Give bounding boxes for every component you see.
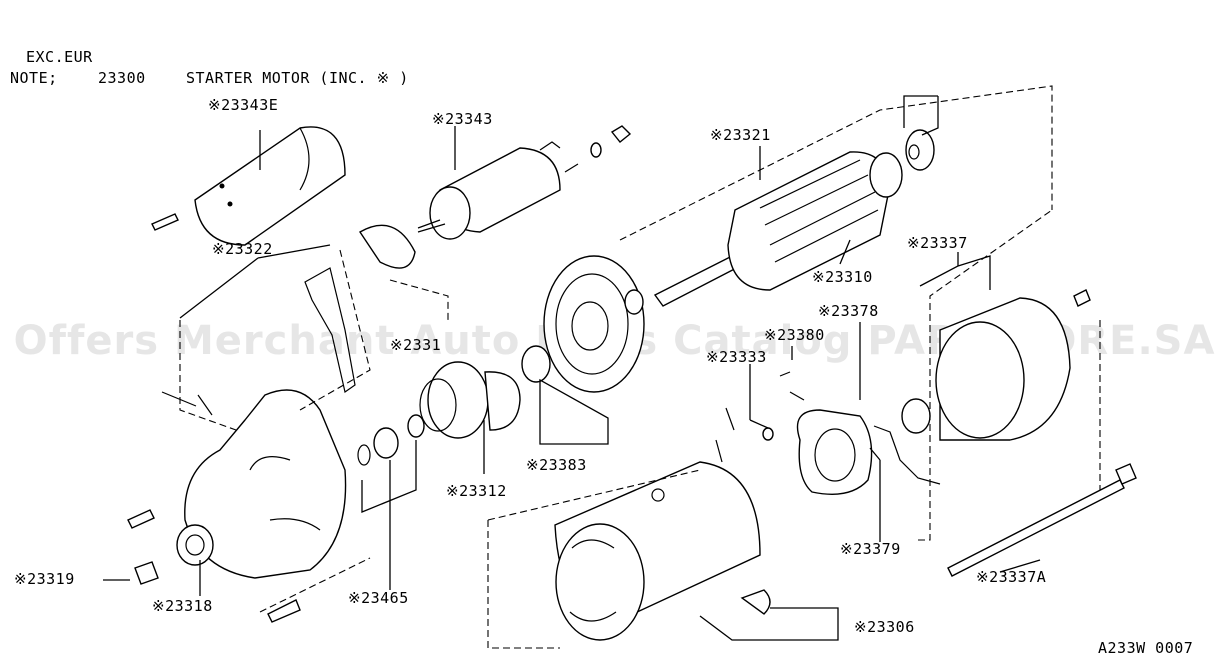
center-plate-part xyxy=(543,255,645,393)
diagram-code: A233W 0007 xyxy=(1098,639,1194,657)
assembly-dashed-lines xyxy=(179,85,1101,649)
solenoid-part xyxy=(359,125,632,269)
callout-23333[interactable]: ※23333 xyxy=(706,348,767,366)
callout-2331[interactable]: ※2331 xyxy=(390,336,442,354)
callout-23319[interactable]: ※23319 xyxy=(14,570,75,588)
leader-lines xyxy=(103,95,1041,641)
callout-23380[interactable]: ※23380 xyxy=(764,326,825,344)
callout-23343[interactable]: ※23343 xyxy=(432,110,493,128)
note-code: 23300 xyxy=(98,69,146,87)
callout-23383[interactable]: ※23383 xyxy=(526,456,587,474)
solenoid-cover-part xyxy=(151,126,346,246)
callout-23379[interactable]: ※23379 xyxy=(840,540,901,558)
callout-23465[interactable]: ※23465 xyxy=(348,589,409,607)
callout-23310[interactable]: ※23310 xyxy=(812,268,873,286)
pinion-part xyxy=(357,361,521,466)
through-bolt-part xyxy=(947,463,1137,577)
rear-cover-part xyxy=(901,289,1091,441)
collar-part xyxy=(521,345,551,383)
gear-housing-part xyxy=(127,389,347,623)
note-text: STARTER MOTOR (INC. ※ ) xyxy=(186,69,409,87)
callout-23318[interactable]: ※23318 xyxy=(152,597,213,615)
callout-23337a[interactable]: ※23337A xyxy=(976,568,1047,586)
callout-23378[interactable]: ※23378 xyxy=(818,302,879,320)
callout-23321[interactable]: ※23321 xyxy=(710,126,771,144)
callout-23322[interactable]: ※23322 xyxy=(212,240,273,258)
lever-part xyxy=(161,267,356,416)
callout-23312[interactable]: ※23312 xyxy=(446,482,507,500)
header-line1: EXC.EUR xyxy=(26,48,93,66)
armature-part xyxy=(653,129,935,307)
callout-23306[interactable]: ※23306 xyxy=(854,618,915,636)
callout-23343e[interactable]: ※23343E xyxy=(208,96,279,114)
callout-23337[interactable]: ※23337 xyxy=(907,234,968,252)
note-prefix: NOTE; xyxy=(10,69,58,87)
brush-holder-part xyxy=(762,371,941,495)
yoke-part xyxy=(554,407,771,641)
